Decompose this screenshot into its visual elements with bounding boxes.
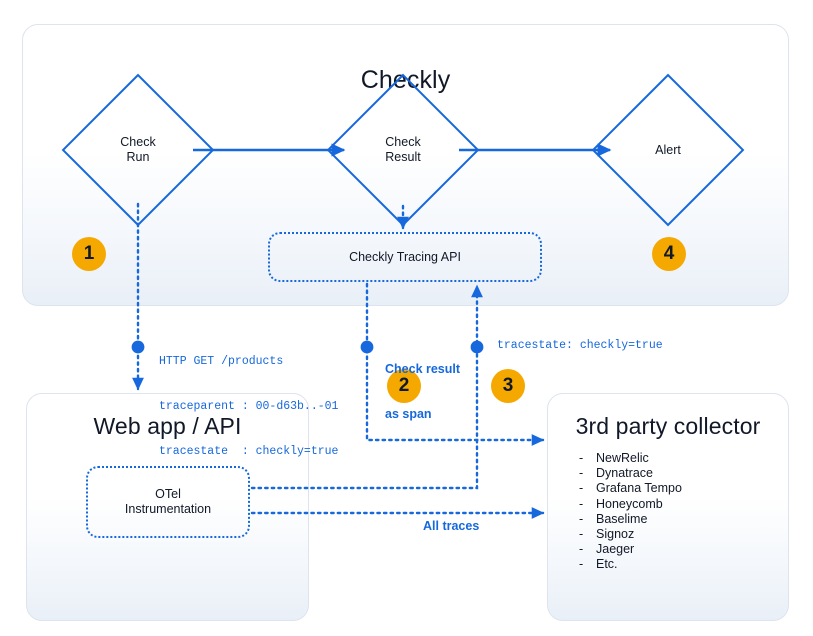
- webapp-panel: Web app / API: [26, 393, 309, 621]
- step-badge-3: 3: [491, 369, 525, 403]
- annotation-http-line2: traceparent : 00-d63b..-01: [159, 400, 339, 413]
- list-bullet: -: [579, 527, 584, 542]
- checkly-panel: Checkly: [22, 24, 789, 306]
- list-bullet: -: [579, 451, 584, 465]
- annotation-http-line1: HTTP GET /products: [159, 355, 284, 368]
- node-check-run-label-line1: Check: [120, 135, 156, 149]
- list-bullet: -: [579, 481, 584, 496]
- node-check-result-label: Check Result: [343, 135, 463, 165]
- annotation-check-result-as-span: Check result as span: [385, 332, 460, 452]
- collector-list-item: -NewRelic: [579, 451, 682, 466]
- collector-list-item: -Grafana Tempo: [579, 481, 682, 496]
- collector-list-item-label: Grafana Tempo: [596, 481, 682, 496]
- collector-list-item-label: Jaeger: [596, 542, 635, 557]
- collector-list-item-label: Etc.: [596, 557, 618, 572]
- webapp-panel-title: Web app / API: [93, 413, 242, 439]
- list-bullet: -: [579, 557, 584, 572]
- node-checkly-tracing-api: Checkly Tracing API: [268, 232, 542, 282]
- node-check-result-label-line2: Result: [385, 150, 421, 164]
- flow-dot-2: [360, 340, 374, 354]
- collector-list-item: -Jaeger: [579, 542, 682, 557]
- collector-list-item-label: Baselime: [596, 511, 648, 526]
- collector-list-item-label: Honeycomb: [596, 496, 663, 511]
- collector-list-item: -Signoz: [579, 527, 682, 542]
- annotation-span-line1: Check result: [385, 362, 461, 376]
- annotation-all-traces: All traces: [423, 519, 480, 533]
- node-check-run-label: Check Run: [78, 135, 198, 165]
- step-badge-1: 1: [72, 237, 106, 271]
- collector-panel: 3rd party collector: [547, 393, 789, 621]
- collector-vendor-list: -NewRelic-Dynatrace-Grafana Tempo-Honeyc…: [579, 451, 682, 573]
- annotation-http-headers: HTTP GET /products traceparent : 00-d63b…: [159, 324, 338, 489]
- collector-list-item-label: Signoz: [596, 527, 635, 542]
- collector-list-item: -Dynatrace: [579, 466, 682, 481]
- node-check-result-label-line1: Check: [385, 135, 421, 149]
- node-otel-label-line2: Instrumentation: [124, 502, 212, 516]
- collector-panel-title: 3rd party collector: [575, 413, 761, 439]
- collector-list-item-label: NewRelic: [596, 451, 649, 465]
- flow-dot-1: [131, 340, 145, 354]
- collector-list-item: -Honeycomb: [579, 497, 682, 512]
- list-bullet: -: [579, 496, 584, 511]
- collector-list-item-label: Dynatrace: [596, 466, 653, 481]
- list-bullet: -: [579, 466, 584, 481]
- checkly-panel-title: Checkly: [360, 66, 451, 94]
- collector-list-item: -Baselime: [579, 512, 682, 527]
- flow-dot-3: [470, 340, 484, 354]
- list-bullet: -: [579, 511, 584, 526]
- annotation-http-line3: tracestate : checkly=true: [159, 445, 339, 458]
- node-alert-label: Alert: [655, 143, 681, 157]
- step-badge-4: 4: [652, 237, 686, 271]
- annotation-tracestate-checkly: tracestate: checkly=true: [497, 339, 663, 352]
- list-bullet: -: [579, 542, 584, 557]
- node-otel-label-line1: OTel: [155, 487, 181, 501]
- collector-list-item: -Etc.: [579, 557, 682, 572]
- annotation-span-line2: as span: [385, 407, 432, 421]
- node-checkly-tracing-api-label: Checkly Tracing API: [349, 249, 461, 264]
- node-check-run-label-line2: Run: [126, 150, 150, 164]
- step-badge-2: 2: [387, 369, 421, 403]
- node-otel-instrumentation: OTel Instrumentation: [86, 466, 250, 538]
